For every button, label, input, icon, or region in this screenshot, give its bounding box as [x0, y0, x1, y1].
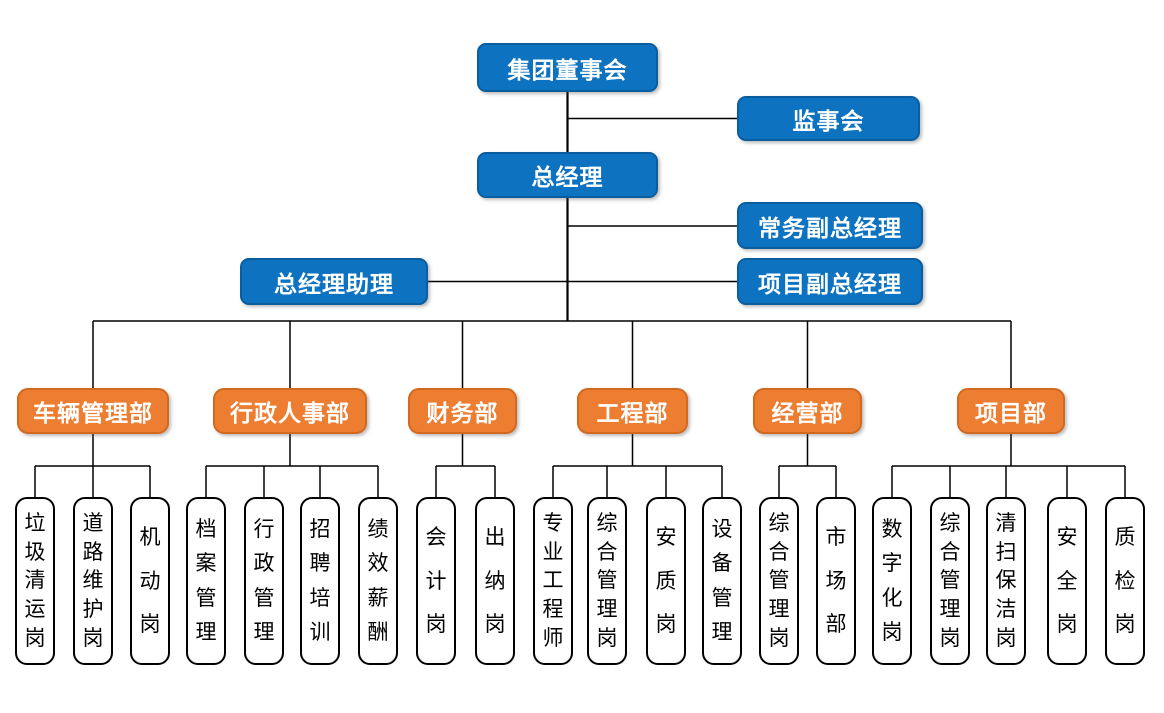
position-box: 招聘培训 — [300, 497, 340, 665]
position-box: 设备管理 — [702, 497, 742, 665]
dept-admin-hr: 行政人事部 — [213, 388, 367, 434]
position-box: 档案管理 — [186, 497, 226, 665]
position-box: 道路维护岗 — [73, 497, 113, 665]
dept-project: 项目部 — [957, 388, 1065, 434]
dept-engineering: 工程部 — [577, 388, 688, 434]
position-box: 绩效薪酬 — [358, 497, 398, 665]
node-gm-assistant: 总经理助理 — [240, 258, 428, 305]
position-box: 综合管理岗 — [930, 497, 970, 665]
dept-operations: 经营部 — [753, 388, 862, 434]
position-box: 专业工程师 — [533, 497, 573, 665]
position-box: 质检岗 — [1105, 497, 1145, 665]
position-box: 出纳岗 — [475, 497, 515, 665]
node-project-deputy-gm: 项目副总经理 — [737, 258, 923, 305]
position-box: 安质岗 — [646, 497, 686, 665]
position-box: 垃圾清运岗 — [15, 497, 55, 665]
node-general-manager: 总经理 — [477, 152, 658, 198]
position-box: 会计岗 — [416, 497, 456, 665]
position-box: 机动岗 — [130, 497, 170, 665]
node-executive-deputy-gm: 常务副总经理 — [737, 202, 923, 249]
dept-vehicle-management: 车辆管理部 — [17, 388, 169, 434]
position-box: 综合管理岗 — [587, 497, 627, 665]
node-supervisory-board: 监事会 — [737, 96, 920, 141]
position-box: 综合管理岗 — [759, 497, 799, 665]
position-box: 清扫保洁岗 — [986, 497, 1026, 665]
position-box: 行政管理 — [244, 497, 284, 665]
position-box: 安全岗 — [1047, 497, 1087, 665]
position-box: 数字化岗 — [872, 497, 912, 665]
dept-finance: 财务部 — [408, 388, 517, 434]
node-group-board: 集团董事会 — [477, 43, 658, 92]
position-box: 市场部 — [816, 497, 856, 665]
